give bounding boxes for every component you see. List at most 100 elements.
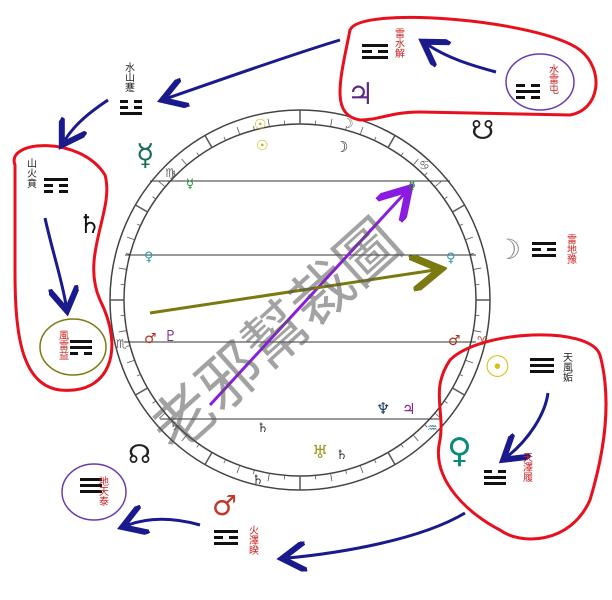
purple-aspect-arrow	[208, 193, 405, 407]
hexagram-line-solid	[214, 530, 238, 533]
top-sun-icon-2: ☉	[256, 138, 269, 154]
degree-tick	[135, 204, 148, 213]
hexagram-line-solid	[516, 90, 540, 93]
hexagram-label: 地天泰	[97, 475, 109, 506]
degree-tick	[126, 236, 135, 241]
degree-tick	[223, 136, 226, 141]
purple-circle-bottom-left	[61, 463, 127, 521]
hexagram-line-solid	[214, 542, 238, 545]
hexagram-label: 天風姤	[561, 352, 573, 382]
hexagram-line-broken	[44, 184, 53, 187]
degree-tick	[253, 126, 255, 131]
jupiter-icon: ♃	[347, 77, 374, 112]
hexagram-line-solid	[484, 482, 506, 485]
hexagram-line-broken	[59, 184, 68, 187]
moon-icon: ☽	[496, 233, 521, 266]
hexagram-line-broken	[120, 106, 128, 109]
degree-tick	[204, 135, 213, 148]
hexagram-line-broken	[59, 190, 68, 193]
degree-tick	[443, 196, 448, 200]
degree-tick	[330, 473, 333, 482]
hexagram-line-solid	[120, 112, 142, 115]
venus-left-icon: ♀	[144, 250, 154, 265]
hexagram-label: 火澤睽	[247, 525, 259, 556]
degree-tick	[126, 359, 135, 364]
hexagram-line-solid	[70, 340, 92, 343]
hexagram-line-broken	[134, 100, 142, 103]
hexagram-label: 水山蹇	[123, 62, 135, 93]
degree-tick	[172, 172, 176, 176]
hexagram-line-solid	[362, 44, 388, 47]
olive-circle-left	[39, 318, 107, 376]
hexagram-line-solid	[80, 478, 102, 481]
neptune-icon: ♆	[376, 399, 390, 418]
degree-tick	[400, 152, 404, 157]
saturn-bottom-left-icon-2: ♄	[252, 473, 264, 488]
degree-tick	[136, 223, 141, 226]
hexagram-line-broken	[378, 50, 388, 53]
degree-tick	[135, 387, 148, 396]
hexagram-line-broken	[498, 470, 506, 473]
hexagram-line-broken	[134, 106, 142, 109]
degree-tick	[374, 459, 377, 464]
degree-tick	[412, 158, 419, 166]
hexagram-line-broken	[547, 248, 556, 251]
hexagram-line-solid	[484, 476, 506, 479]
hexagram-line-solid	[362, 56, 388, 59]
top-sun-icon: ☉	[254, 117, 267, 133]
arrow-top-left	[65, 98, 109, 140]
degree-tick	[253, 469, 255, 474]
degree-tick	[126, 345, 131, 347]
degree-tick	[452, 204, 465, 213]
degree-tick	[158, 412, 166, 419]
hexagram-bottom-left-circle: 地天泰	[80, 475, 109, 506]
degree-tick	[118, 267, 127, 270]
hexagram-line-solid	[44, 178, 68, 181]
degree-tick	[181, 434, 188, 442]
mars-right-icon: ♂	[448, 333, 461, 349]
hexagram-top-left: 水山蹇	[120, 62, 142, 115]
top-moon-icon-2: ☽	[335, 138, 348, 156]
cancer-icon: ♋	[419, 158, 430, 172]
degree-ticks	[110, 110, 490, 490]
hexagram-right-lower-lower: 天澤履	[484, 452, 533, 485]
arrow-right-down	[508, 392, 550, 456]
hexagram-line-solid	[80, 484, 102, 487]
degree-tick	[400, 443, 404, 448]
degree-tick	[136, 374, 141, 377]
purple-circles	[61, 53, 575, 521]
hexagram-line-broken	[120, 100, 128, 103]
purple-circle-top-right	[505, 53, 575, 111]
hexagram-line-broken	[214, 536, 223, 539]
degree-tick	[236, 465, 241, 474]
degree-tick	[181, 158, 188, 166]
virgo-icon: ♍	[165, 166, 176, 180]
degree-tick	[443, 400, 448, 404]
scorpio-icon: ♏	[116, 337, 127, 351]
degree-tick	[359, 126, 364, 135]
degree-tick	[152, 196, 157, 200]
hexagram-label: 天澤履	[521, 452, 533, 483]
degree-tick	[387, 135, 396, 148]
hexagram-label: 雷地豫	[565, 234, 577, 264]
degree-tick	[345, 126, 347, 131]
arrow-top	[168, 38, 341, 98]
degree-tick	[330, 118, 333, 127]
degree-tick	[196, 443, 200, 448]
degree-tick	[412, 434, 419, 442]
degree-tick	[118, 330, 127, 333]
hexagram-line-broken	[229, 536, 238, 539]
hexagram-line-solid	[530, 370, 554, 373]
degree-tick	[126, 253, 131, 255]
blue-arrows	[43, 38, 550, 558]
arrow-bottom-left	[128, 519, 201, 525]
hexagram-line-solid	[530, 364, 554, 367]
degree-tick	[345, 469, 347, 474]
venus-icon: ♀	[447, 431, 472, 471]
hexagram-line-broken	[484, 470, 492, 473]
zodiac-wheel: ☉ ☉ ☽ ☽ ♍ ♋ ♈ ♏ ♑ ♒ ☿ ☿ ♀ ♀ ♂ ♂ ♇ ♆ ♃ ♄ …	[109, 109, 491, 491]
hexagram-line-solid	[80, 490, 102, 493]
degree-tick	[465, 236, 474, 241]
degree-tick	[424, 172, 428, 176]
